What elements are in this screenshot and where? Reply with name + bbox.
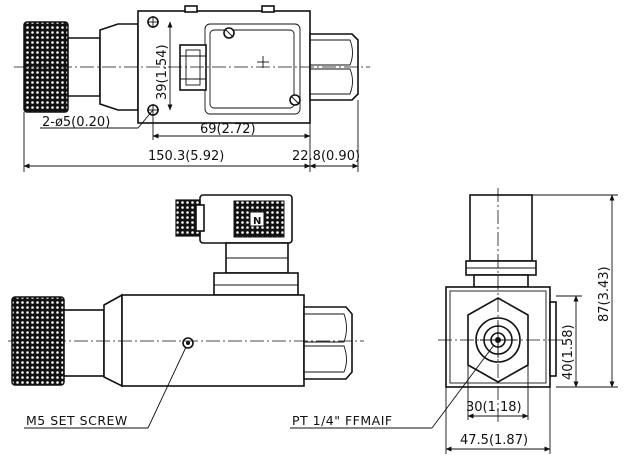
connector-plug-top [179, 44, 207, 91]
dim-width-30: 30(1.18) [466, 400, 522, 415]
body-side [121, 294, 305, 387]
dim-height-87: 87(3.43) [597, 266, 612, 322]
end-view: 87(3.43) 40(1.58) 30(1.18) 47.5(1.87) PT… [290, 188, 618, 454]
side-view: N M5 SET SCREW [8, 194, 364, 429]
dim-width-47: 47.5(1.87) [460, 433, 528, 448]
dim-height-39: 39(1.54) [155, 44, 170, 100]
note-port-thread: PT 1/4" FFMAIF [292, 413, 393, 428]
dim-hex-22: 22.8(0.90) [292, 149, 360, 164]
dim-overall-150: 150.3(5.92) [148, 149, 224, 164]
hex-fitting-side [303, 306, 353, 380]
connector-symbol: N [253, 216, 261, 227]
connector-end [469, 194, 533, 262]
dim-height-40: 40(1.58) [561, 324, 576, 380]
note-set-screw: M5 SET SCREW [26, 413, 128, 428]
top-view: 39(1.54) 2-ø5(0.20) 69(2.72) 150.3(5.92)… [14, 5, 370, 172]
dim-holes: 2-ø5(0.20) [42, 115, 110, 130]
dim-width-69: 69(2.72) [200, 122, 256, 137]
neck-side [63, 309, 105, 377]
taper-side [103, 293, 123, 388]
